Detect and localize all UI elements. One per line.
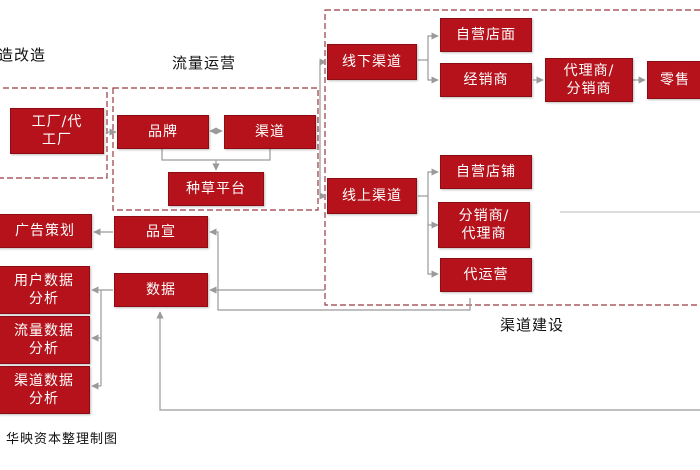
connector-feedback-product xyxy=(209,228,471,311)
connector-online-selfshop xyxy=(427,168,439,196)
node-sub-agent: 分销商/ 代理商 xyxy=(438,202,530,248)
node-operator: 代运营 xyxy=(440,258,532,292)
node-brand: 品牌 xyxy=(117,115,209,149)
connector-offline-selfstore xyxy=(427,32,439,60)
node-retail: 零售 xyxy=(647,61,700,99)
section-label-channel: 渠道建设 xyxy=(500,316,565,334)
node-user-data: 用户数据 分析 xyxy=(0,266,90,314)
connector-online-operator xyxy=(427,225,439,278)
traffic-group-frame xyxy=(112,87,319,211)
node-distributor: 经销商 xyxy=(440,63,532,97)
node-self-shop: 自营店铺 xyxy=(440,155,532,189)
left-group-frame xyxy=(0,87,108,179)
node-offline: 线下渠道 xyxy=(327,44,417,80)
channel-group-frame xyxy=(324,9,700,306)
node-data: 数据 xyxy=(114,273,208,307)
node-product: 品宣 xyxy=(114,216,208,248)
connector-trunk-offline xyxy=(319,58,327,130)
node-channel-data: 渠道数据 分析 xyxy=(0,366,90,414)
section-label-traffic: 流量运营 xyxy=(172,54,237,72)
connector-data-analysis xyxy=(100,289,113,386)
node-channel: 渠道 xyxy=(224,115,316,149)
connector-brand-seeding xyxy=(161,149,271,161)
node-agent: 代理商/ 分销商 xyxy=(545,58,633,102)
node-ad: 广告策划 xyxy=(0,214,92,248)
node-traffic-data: 流量数据 分析 xyxy=(0,316,90,364)
connector-offline-distributor xyxy=(427,60,439,84)
node-self-store: 自营店面 xyxy=(440,18,532,52)
connector-bottom-loop xyxy=(156,311,700,411)
source-caption: 华映资本整理制图 xyxy=(6,432,119,447)
connector-trunk-online xyxy=(319,130,327,200)
node-online: 线上渠道 xyxy=(327,178,417,214)
node-seeding: 种草平台 xyxy=(168,172,264,206)
connector-online-subagent xyxy=(427,196,439,229)
section-label-left: 造改造 xyxy=(0,46,47,64)
node-factory: 工厂/代 工厂 xyxy=(10,108,104,154)
